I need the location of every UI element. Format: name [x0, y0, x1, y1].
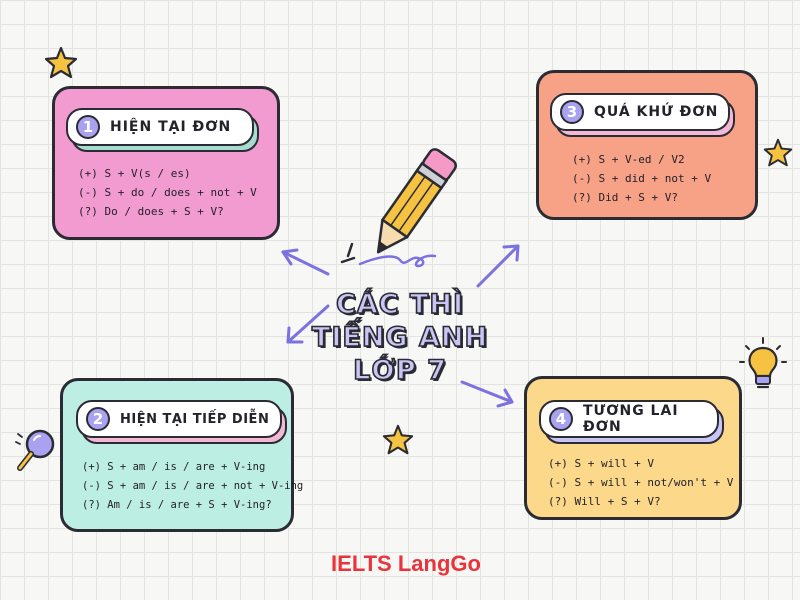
- star-icon: [382, 424, 414, 455]
- magnifier-icon: [15, 429, 55, 471]
- card-title: QUÁ KHỨ ĐƠN: [594, 104, 719, 120]
- card-title: HIỆN TẠI ĐƠN: [110, 119, 232, 135]
- center-title-line: LỚP 7: [352, 354, 447, 387]
- card-title: TƯƠNG LAI ĐƠN: [583, 403, 679, 435]
- pencil-icon: [376, 148, 457, 254]
- formula-question: (?) Do / does + S + V?: [78, 205, 224, 218]
- card-title-pill: 2 HIỆN TẠI TIẾP DIỄN: [76, 400, 282, 438]
- number-badge: 4: [549, 407, 573, 431]
- center-title: CÁC THÌ TIẾNG ANH LỚP 7: [300, 288, 500, 387]
- formula-list: (+) S + am / is / are + V-ing (-) S + am…: [82, 458, 303, 515]
- center-title-line: CÁC THÌ: [335, 288, 464, 321]
- formula-question: (?) Am / is / are + S + V-ing?: [82, 499, 272, 511]
- card-title: HIỆN TẠI TIẾP DIỄN: [120, 411, 270, 427]
- lightbulb-icon: [739, 337, 787, 389]
- arrow-icon: [281, 248, 330, 276]
- number-badge: 2: [86, 407, 110, 431]
- arrow-icon: [460, 380, 514, 408]
- number-badge: 3: [560, 100, 584, 124]
- formula-question: (?) Did + S + V?: [572, 191, 678, 204]
- formula-negative: (-) S + do / does + not + V: [78, 186, 257, 199]
- center-title-line: TIẾNG ANH: [311, 321, 489, 354]
- brand-logo: IELTS LangGo: [331, 551, 481, 576]
- arrow-icon: [286, 304, 330, 344]
- formula-negative: (-) S + am / is / are + not + V-ing: [82, 480, 304, 492]
- formula-list: (+) S + V(s / es) (-) S + do / does + no…: [78, 164, 257, 221]
- formula-negative: (-) S + did + not + V: [572, 172, 712, 185]
- formula-positive: (+) S + am / is / are + V-ing: [82, 461, 266, 473]
- star-icon: [44, 46, 78, 79]
- formula-question: (?) Will + S + V?: [548, 495, 661, 508]
- card-title-pill: 1 HIỆN TẠI ĐƠN: [66, 108, 254, 146]
- formula-list: (+) S + V-ed / V2 (-) S + did + not + V …: [572, 150, 711, 207]
- formula-list: (+) S + will + V (-) S + will + not/won'…: [548, 454, 733, 511]
- formula-positive: (+) S + V(s / es): [78, 167, 191, 180]
- formula-positive: (+) S + will + V: [548, 457, 654, 470]
- formula-negative: (-) S + will + not/won't + V: [548, 476, 734, 489]
- card-title-pill: 4 TƯƠNG LAI ĐƠN: [539, 400, 719, 438]
- card-title-pill: 3 QUÁ KHỨ ĐƠN: [550, 93, 730, 131]
- formula-positive: (+) S + V-ed / V2: [572, 153, 685, 166]
- number-badge: 1: [76, 115, 100, 139]
- pencil-scribble: [340, 242, 437, 268]
- arrow-icon: [476, 244, 520, 288]
- star-icon: [763, 138, 793, 167]
